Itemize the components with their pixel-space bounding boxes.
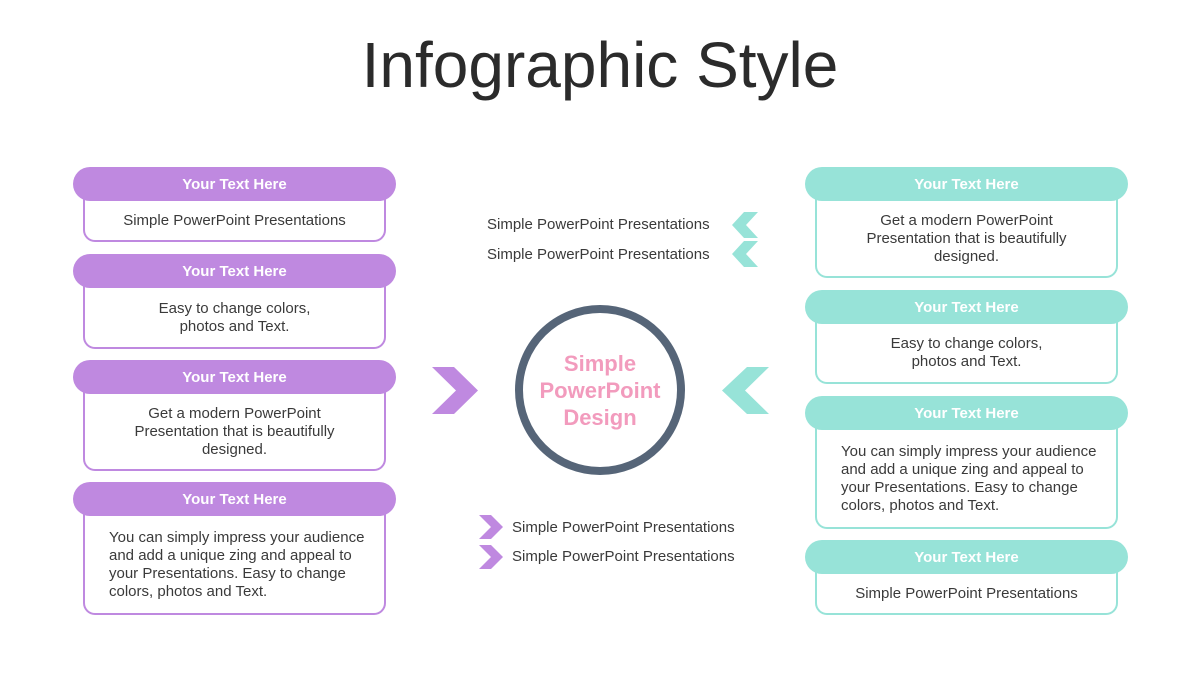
left-card-1: Your Text Here Simple PowerPoint Present… [73,167,396,242]
card-body-text: Get a modern PowerPoint Presentation tha… [134,404,335,458]
chevron-right-icon [432,367,478,414]
card-body-text: Simple PowerPoint Presentations [123,211,346,229]
card-header: Your Text Here [805,167,1128,201]
right-card-1: Your Text Here Get a modern PowerPoint P… [805,167,1128,278]
center-text-line-1: Simple [563,350,637,376]
left-card-3: Your Text Here Get a modern PowerPoint P… [73,360,396,471]
card-body-text: Easy to change colors, photos and Text. [890,335,1043,370]
center-text-line-2: PowerPoint [539,377,661,403]
left-card-4: Your Text Here You can simply impress yo… [73,482,396,615]
top-line-1: Simple PowerPoint Presentations [487,216,710,233]
card-body-text: Get a modern PowerPoint Presentation tha… [866,211,1067,265]
right-card-3: Your Text Here You can simply impress yo… [805,396,1128,529]
center-circle: Simple PowerPoint Design [515,305,685,475]
card-body: You can simply impress your audience and… [815,416,1118,529]
chevron-right-icon [479,515,503,539]
bottom-line-2: Simple PowerPoint Presentations [512,548,735,565]
card-body: Get a modern PowerPoint Presentation tha… [83,380,386,471]
chevron-left-icon [732,212,758,238]
bottom-line-1: Simple PowerPoint Presentations [512,519,735,536]
page-title: Infographic Style [361,29,839,101]
chevron-left-icon [722,367,769,414]
left-card-2: Your Text Here Easy to change colors, ph… [73,254,396,349]
card-body: Get a modern PowerPoint Presentation tha… [815,187,1118,278]
card-header: Your Text Here [73,254,396,288]
card-header: Your Text Here [73,482,396,516]
right-card-4: Your Text Here Simple PowerPoint Present… [805,540,1128,615]
top-line-2: Simple PowerPoint Presentations [487,246,710,263]
card-header: Your Text Here [805,396,1128,430]
right-card-2: Your Text Here Easy to change colors, ph… [805,290,1128,384]
chevron-left-icon [732,241,758,267]
card-header: Your Text Here [805,540,1128,574]
card-body: You can simply impress your audience and… [83,502,386,615]
card-header: Your Text Here [73,167,396,201]
card-body-text: You can simply impress your audience and… [109,528,365,600]
card-header: Your Text Here [805,290,1128,324]
chevron-right-icon [479,545,503,569]
card-body-text: Simple PowerPoint Presentations [855,584,1078,602]
center-text-line-3: Design [563,404,637,430]
card-header: Your Text Here [73,360,396,394]
card-body-text: Easy to change colors, photos and Text. [158,299,311,335]
card-body-text: You can simply impress your audience and… [841,442,1097,514]
